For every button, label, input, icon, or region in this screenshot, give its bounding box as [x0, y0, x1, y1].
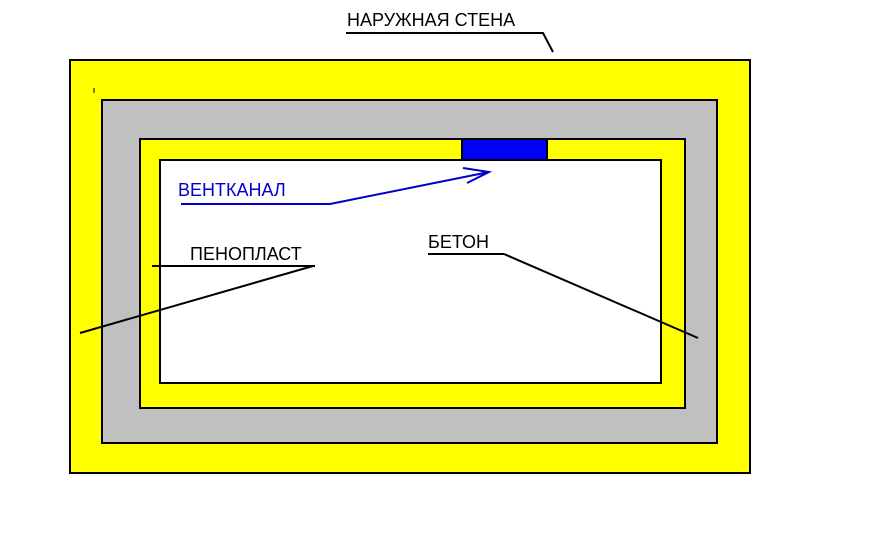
- concrete-leader-line: [503, 253, 699, 339]
- vent-channel-arrowhead: [462, 167, 493, 184]
- concrete-interior: [159, 159, 662, 384]
- outer-wall-leader-line: [346, 32, 554, 53]
- vent-channel-label: ВЕНТКАНАЛ: [178, 180, 286, 200]
- foam-leader-line: [79, 265, 314, 334]
- vent-channel-block: [461, 138, 548, 161]
- outer-wall-label: НАРУЖНАЯ СТЕНА: [347, 10, 515, 30]
- concrete-label: БЕТОН: [428, 232, 489, 252]
- foam-label: ПЕНОПЛАСТ: [190, 244, 302, 264]
- vent-channel-arrow-line: [181, 171, 490, 205]
